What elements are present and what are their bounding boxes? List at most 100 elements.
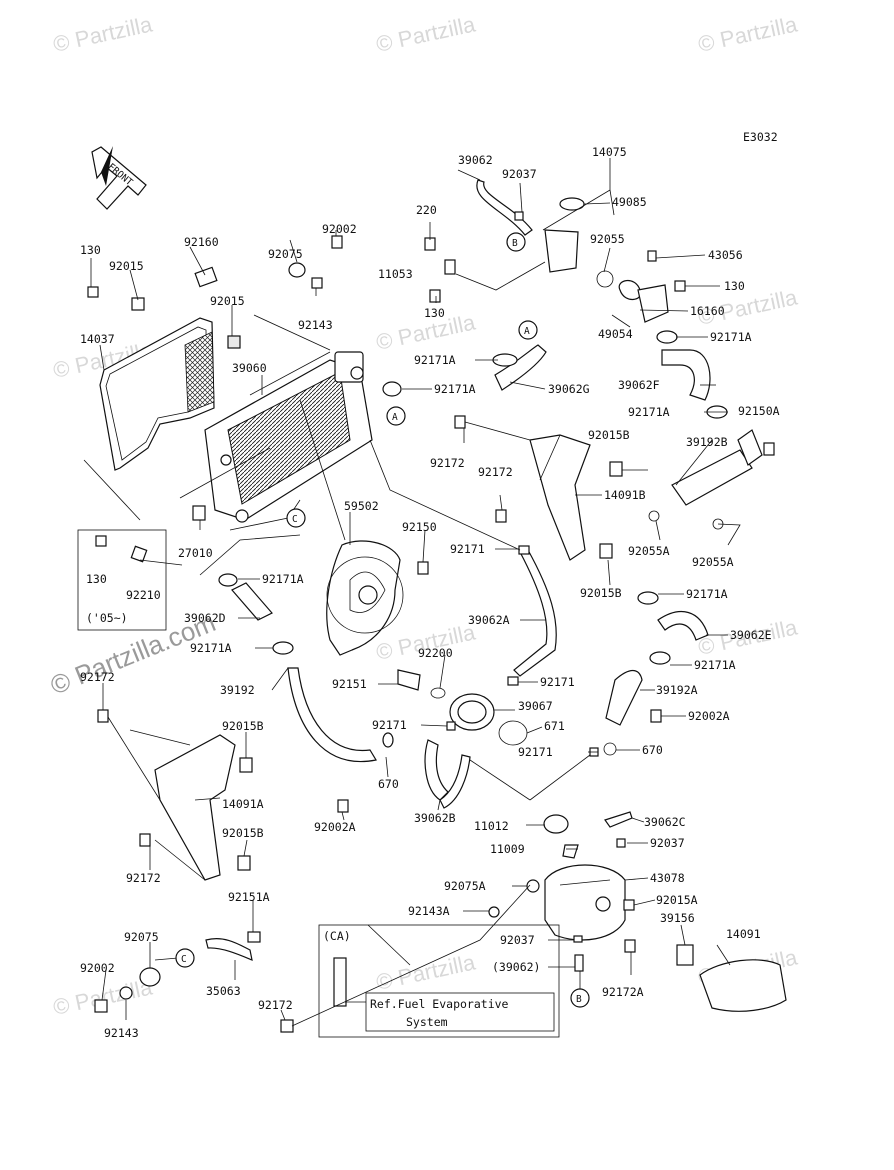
part-label: 11012 [474, 819, 509, 833]
callout-c [286, 508, 306, 528]
part-label: 11053 [378, 267, 413, 281]
bolt-130 [87, 286, 99, 298]
callout-label: B [576, 994, 582, 1005]
reserve-tank-43078 [488, 811, 636, 972]
bolt-92002 [331, 235, 343, 249]
bolt-92172 [454, 415, 466, 429]
part-label: 92075 [268, 247, 303, 261]
hose-39062e [657, 611, 709, 641]
hose-39192a [605, 670, 643, 726]
part-label: 39192A [656, 683, 698, 697]
part-label: 92150 [402, 520, 437, 534]
grommet-92015b [609, 461, 623, 477]
part-label: 39060 [232, 361, 267, 375]
grommet-92015b-b [599, 543, 613, 559]
part-label: 92172 [80, 670, 115, 684]
front-arrow: FRONT [91, 146, 147, 210]
ref-fuel-evap-line2: System [406, 1015, 448, 1029]
inset-ca-text: (CA) Ref.Fuel Evaporative System [323, 929, 509, 1029]
cap-49085 [559, 197, 585, 211]
part-label: 39062C [644, 815, 686, 829]
watermark: © Partzilla [696, 11, 800, 57]
bracket-11053 [444, 259, 456, 275]
callout-a-2 [386, 406, 406, 426]
clamp-92171a [218, 573, 238, 587]
pipe-35063 [205, 938, 253, 961]
part-label: 92037 [650, 836, 685, 850]
part-label: 92015A [656, 893, 698, 907]
cover-14091 [699, 959, 787, 1012]
part-label: 92171 [518, 745, 553, 759]
callouts: B A A C C B [175, 232, 590, 1008]
part-label: 92171A [190, 641, 232, 655]
part-label: 92015B [588, 428, 630, 442]
bolt-92151a [247, 931, 261, 943]
part-label: 49085 [612, 195, 647, 209]
callout-label: C [292, 514, 298, 525]
part-label: 92015B [222, 826, 264, 840]
part-label: 92151A [228, 890, 270, 904]
part-label: 27010 [178, 546, 213, 560]
bracket-ca [333, 957, 347, 1007]
part-label: 59502 [344, 499, 379, 513]
part-label: 35063 [206, 984, 241, 998]
collar-92143a [488, 906, 500, 918]
bolt-92150 [417, 561, 429, 575]
part-label: 39062A [468, 613, 510, 627]
part-label: 92143 [298, 318, 333, 332]
part-label: 92172 [478, 465, 513, 479]
ring-670-b [603, 742, 617, 756]
clamp-92171a-d [382, 381, 402, 397]
part-label: 39062G [548, 382, 590, 396]
hose-39062d [231, 582, 273, 621]
callout-b [506, 232, 526, 252]
collar-92143 [311, 277, 323, 289]
part-label: 92172 [126, 871, 161, 885]
watermark: © Partzilla [374, 11, 478, 57]
bracket-92015 [131, 297, 145, 311]
part-label: 130 [724, 279, 745, 293]
watermark: © Partzilla [51, 974, 155, 1020]
callout-b-2 [570, 988, 590, 1008]
part-label: (39062) [492, 960, 540, 974]
part-label: 14091 [726, 927, 761, 941]
o-ring-92055 [596, 270, 614, 288]
part-label: 671 [544, 719, 565, 733]
part-label: 670 [642, 743, 663, 757]
bolt-92172-b [495, 509, 507, 523]
bolt-92172-c [97, 709, 109, 723]
part-label: 92002 [80, 961, 115, 975]
clamp-92171a-b [272, 641, 294, 655]
hose-39062b [424, 739, 449, 801]
clamp-92171a-e [656, 330, 678, 344]
part-label: 92200 [418, 646, 453, 660]
ref-fuel-evap-line1: Ref.Fuel Evaporative [370, 997, 509, 1011]
part-label: 130 [80, 243, 101, 257]
grommet-92160 [194, 266, 218, 288]
part-label: 92055A [628, 544, 670, 558]
part-label: 92055A [692, 555, 734, 569]
hose-39062f [661, 349, 711, 401]
hose-39062a [513, 549, 557, 677]
damper-92075-b [139, 967, 161, 987]
o-ring-671 [498, 720, 528, 746]
fan-59502 [326, 540, 404, 656]
bolt-92002a [337, 799, 349, 813]
clamp-92171-b [507, 676, 519, 686]
inset-05 [77, 529, 167, 631]
clamp-92171 [518, 545, 530, 555]
part-label: 92055 [590, 232, 625, 246]
part-label: 14037 [80, 332, 115, 346]
bolt-43056 [647, 250, 657, 262]
part-label: 14091A [222, 797, 264, 811]
part-label: 49054 [598, 327, 633, 341]
hose-39192 [287, 667, 377, 763]
part-label: 92002A [688, 709, 730, 723]
part-label: 92171A [262, 572, 304, 586]
hose-39062-paren [574, 954, 584, 972]
part-label: 43078 [650, 871, 685, 885]
callout-label: A [524, 326, 530, 337]
clamp-92171a-g [637, 591, 659, 605]
part-label: 92151 [332, 677, 367, 691]
